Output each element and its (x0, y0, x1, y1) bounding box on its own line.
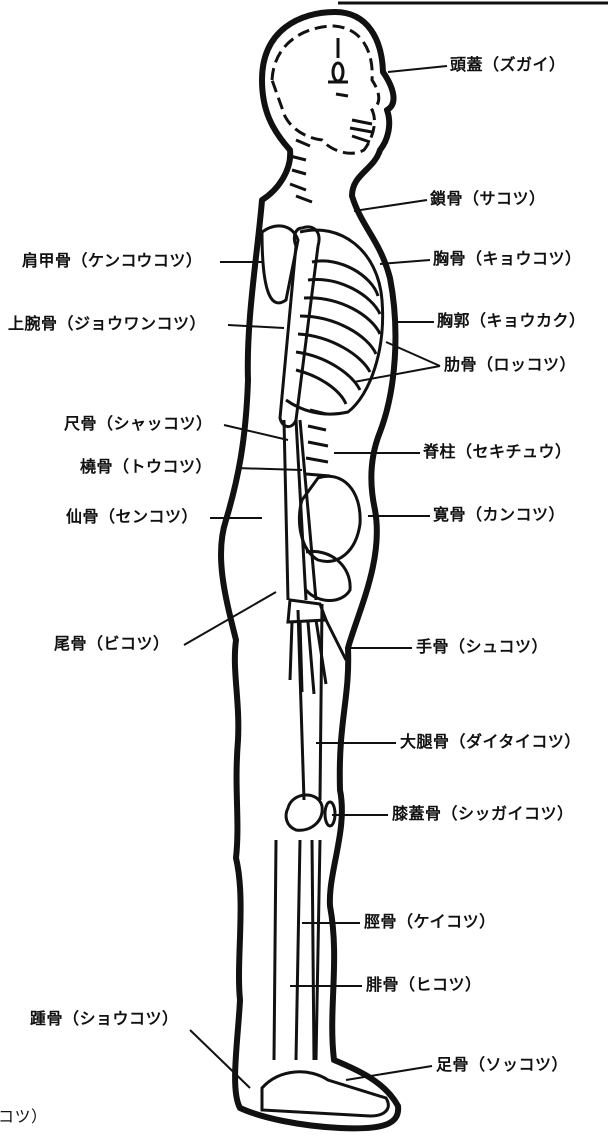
label-femur: 大腿骨（ダイタイコツ） (400, 733, 581, 751)
cervical-spine (290, 140, 312, 202)
label-ulna: 尺骨（シャッコツ） (64, 415, 213, 433)
label-sternum: 胸骨（キョウコツ） (433, 250, 582, 268)
leader-ulna (224, 425, 288, 440)
label-tibia: 脛骨（ケイコツ） (364, 913, 496, 931)
leader-calcaneus (190, 1030, 250, 1088)
leader-coccyx (184, 592, 276, 645)
label-fibula: 腓骨（ヒコツ） (366, 976, 482, 994)
label-hip: 寛骨（カンコツ） (433, 506, 565, 524)
label-hand: 手骨（シュコツ） (416, 638, 548, 656)
label-cut-off: コツ） (0, 1108, 48, 1126)
label-clavicle: 鎖骨（サコツ） (430, 190, 546, 208)
pelvis-drawing (299, 476, 360, 600)
label-patella: 膝蓋骨（シッガイコツ） (392, 805, 574, 823)
leader-radius (236, 468, 302, 470)
leader-humerus (228, 325, 284, 328)
leader-clavicle (354, 200, 427, 211)
body-outline (221, 12, 398, 1128)
spine-drawing (306, 410, 330, 476)
label-skull: 頭蓋（ズガイ） (450, 56, 566, 74)
label-thorax: 胸郭（キョウカク） (437, 312, 586, 330)
label-sacrum: 仙骨（センコツ） (66, 508, 198, 526)
label-humerus: 上腕骨（ジョウワンコツ） (8, 315, 206, 333)
label-scapula: 肩甲骨（ケンコウコツ） (22, 252, 202, 270)
skull-drawing (272, 26, 379, 153)
label-ribs: 肋骨（ロッコツ） (444, 356, 576, 374)
label-radius: 橈骨（トウコツ） (80, 458, 212, 476)
leader-skull (388, 66, 447, 72)
label-calcaneus: 踵骨（ショウコツ） (30, 1010, 179, 1028)
label-foot: 足骨（ソッコツ） (436, 1056, 568, 1074)
label-spine: 脊柱（セキチュウ） (423, 443, 572, 461)
label-coccyx: 尾骨（ビコツ） (54, 635, 170, 653)
